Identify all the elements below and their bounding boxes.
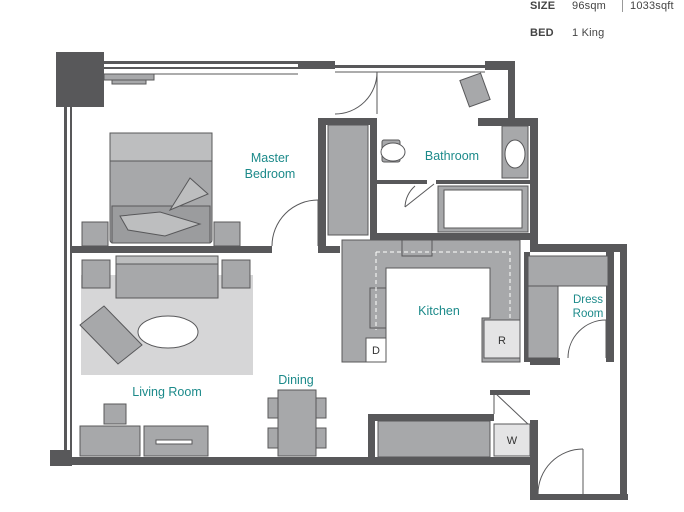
furniture [79, 73, 327, 457]
kitchen-dashed-guide [375, 251, 511, 330]
bath-fixtures [327, 72, 529, 236]
closets [377, 255, 609, 458]
spec-divider [622, 0, 623, 12]
label-master-bedroom-2: Bedroom [245, 167, 296, 181]
spec-size-sqft: 1033sqft [630, 0, 674, 12]
tag-refrigerator: R [498, 335, 506, 347]
label-dining: Dining [278, 373, 313, 387]
spec-bed-value: 1 King [572, 27, 605, 39]
doors [271, 71, 607, 495]
label-bathroom: Bathroom [425, 149, 479, 163]
kitchen-counters [341, 239, 521, 363]
windows [104, 71, 485, 75]
label-living-room: Living Room [132, 385, 201, 399]
label-kitchen: Kitchen [418, 304, 460, 318]
spec-size-label: SIZE [530, 0, 556, 12]
walls [50, 52, 628, 500]
label-dress-room-1: Dress [573, 294, 603, 306]
spec-bed-label: BED [530, 27, 554, 39]
tag-washer: W [507, 435, 518, 447]
label-master-bedroom-1: Master [251, 151, 289, 165]
label-dress-room-2: Room [573, 308, 604, 320]
tag-dishwasher: D [372, 345, 380, 357]
spec-size-sqm: 96sqm [572, 0, 607, 12]
